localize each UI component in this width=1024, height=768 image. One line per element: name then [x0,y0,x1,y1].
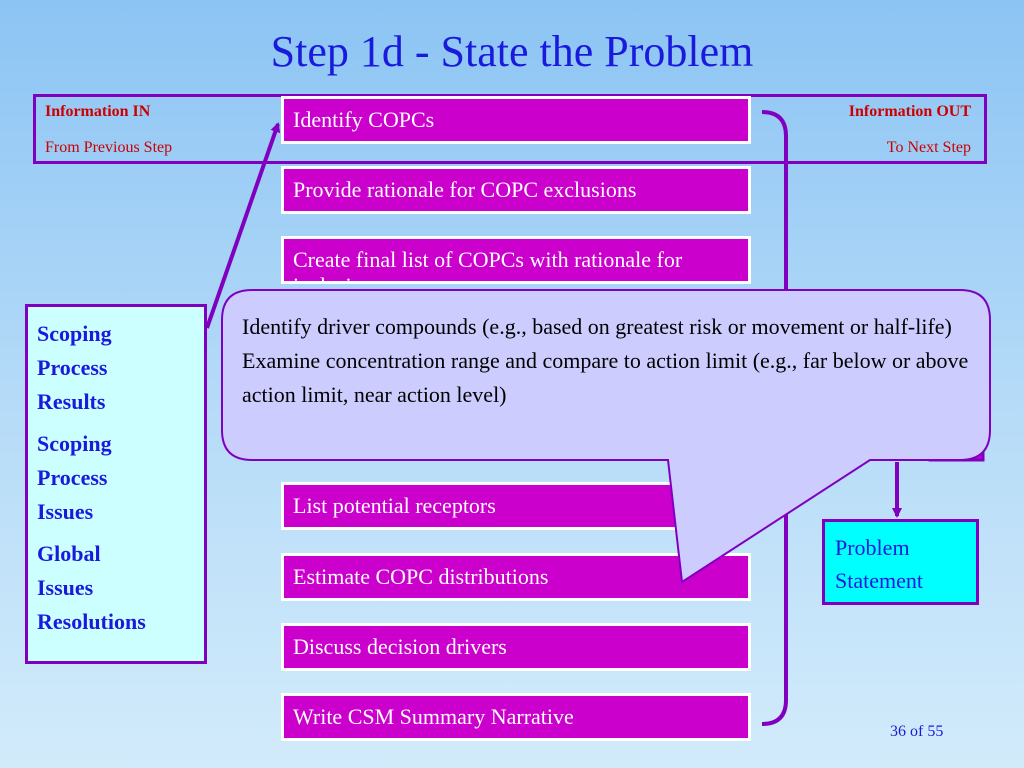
callout-bubble [221,289,991,584]
step-final-copc-list: Create final list of COPCs with rational… [281,236,751,284]
step-identify-copcs: Identify COPCs [281,96,751,144]
page-number: 36 of 55 [890,723,944,740]
information-bar [33,94,987,164]
info-in-sublabel: From Previous Step [45,139,173,156]
step-csm-narrative: Write CSM Summary Narrative [281,693,751,741]
input-global-issues: Global Issues Resolutions [37,541,146,634]
step-estimate-distributions: Estimate COPC distributions [281,553,751,601]
step-rationale-exclusions: Provide rationale for COPC exclusions [281,166,751,214]
problem-statement-box: Problem Statement [822,519,979,605]
step-decision-drivers: Discuss decision drivers [281,623,751,671]
input-scoping-issues: Scoping Process Issues [37,431,112,524]
info-out-label: Information OUT [848,103,971,120]
callout-line-2: Examine concentration range and compare … [242,348,969,407]
input-arrow [205,122,281,329]
inputs-box: Scoping Process Results Scoping Process … [25,304,207,664]
callout-text: Identify driver compounds (e.g., based o… [242,310,972,412]
info-out-sublabel: To Next Step [886,139,971,156]
input-scoping-results: Scoping Process Results [37,321,112,414]
info-in-label: Information IN [45,103,151,120]
callout-line-1: Identify driver compounds (e.g., based o… [242,314,952,339]
slide-title: Step 1d - State the Problem [270,27,754,76]
